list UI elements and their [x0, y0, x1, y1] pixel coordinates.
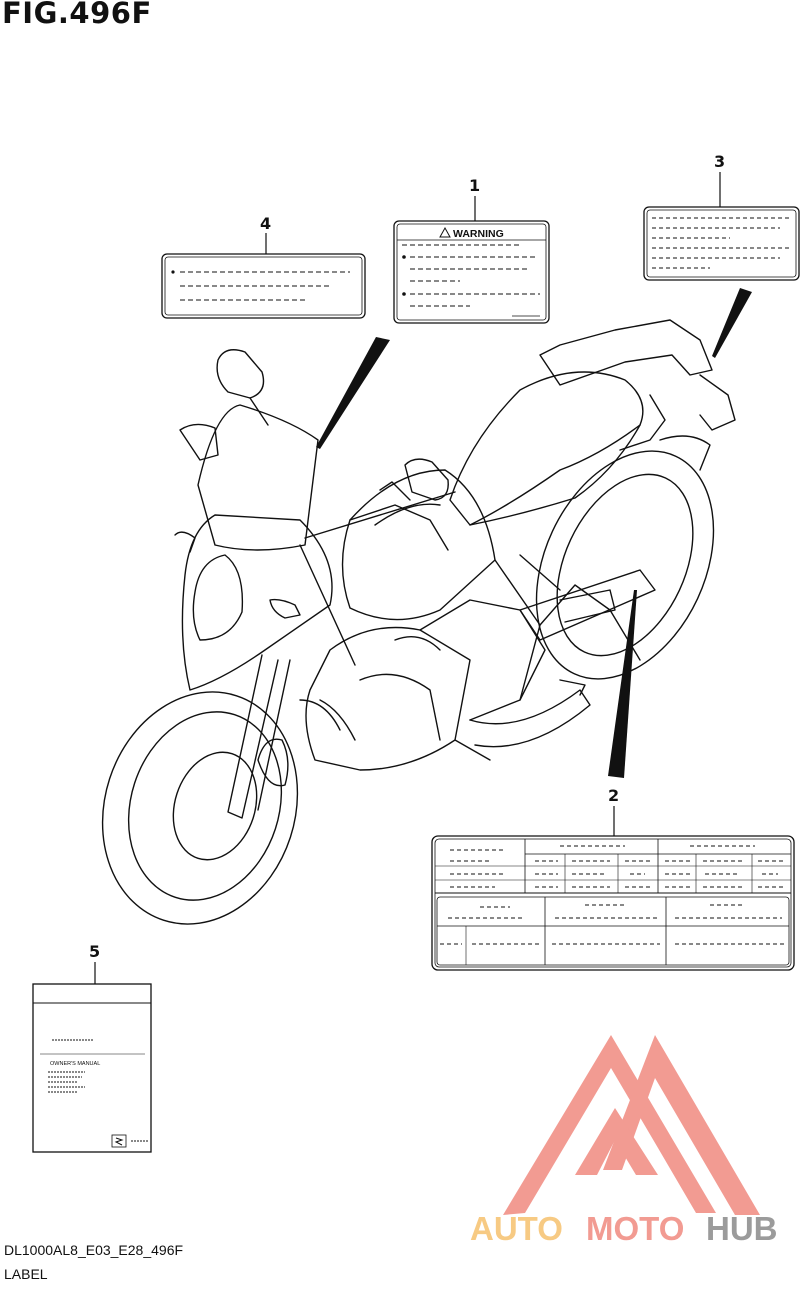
- pointer-wedges: [316, 288, 752, 778]
- leader-lines: [94, 172, 721, 984]
- automotohub-logo: AUTO MOTO HUB: [470, 1035, 778, 1247]
- owners-manual-title: OWNER'S MANUAL: [50, 1061, 100, 1067]
- watermark-word-moto: MOTO: [586, 1210, 684, 1247]
- owners-manual-booklet: OWNER'S MANUAL: [32, 983, 152, 1153]
- suzuki-logo-icon: [111, 1134, 127, 1148]
- pointer-label-3: [712, 288, 752, 358]
- warning-label: WARNING: [393, 220, 550, 324]
- label-3: [643, 206, 800, 281]
- callout-2: 2: [608, 786, 620, 805]
- callout-5: 5: [89, 942, 101, 961]
- model-code: DL1000AL8_E03_E28_496F: [4, 1242, 184, 1258]
- warning-header: WARNING: [453, 228, 504, 240]
- callout-4: 4: [260, 214, 272, 233]
- watermark-word-auto: AUTO: [470, 1210, 563, 1247]
- callout-3: 3: [714, 152, 726, 171]
- pointer-label-4: [316, 337, 390, 449]
- label-4: [161, 253, 366, 319]
- watermark-word-hub: HUB: [706, 1210, 778, 1247]
- figure-title: FIG.496F: [2, 0, 152, 30]
- callout-1: 1: [469, 176, 481, 195]
- figure-caption: LABEL: [4, 1266, 48, 1282]
- pointer-label-2: [608, 590, 637, 778]
- label-2: [431, 835, 795, 971]
- warning-triangle-icon: [439, 226, 451, 238]
- motorcycle-illustration: [101, 319, 736, 925]
